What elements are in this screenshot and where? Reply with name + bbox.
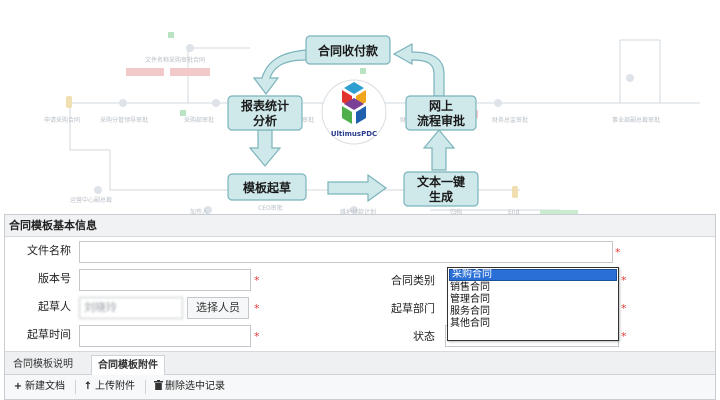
delete-selected-label: 删除选中记录: [165, 381, 225, 392]
workflow-diagram-svg: 文件名称采购审批合同 申请采购合同 采购分管领导审批 采购部审批 法务审批 财务…: [44, 32, 700, 214]
tab-template-description[interactable]: 合同模板说明: [13, 359, 73, 370]
flow-arrows: [248, 42, 456, 203]
version-input[interactable]: [79, 269, 251, 291]
label-drafter: 起草人: [38, 300, 71, 313]
svg-text:加签人: 加签人: [190, 208, 208, 214]
logo-tile-blue: [344, 82, 364, 94]
node-payment: 合同收付款: [305, 35, 391, 65]
svg-text:文件名称采购审批合同: 文件名称采购审批合同: [145, 56, 205, 64]
upload-attachment-button[interactable]: ↑上传附件: [83, 379, 135, 395]
node-onekey-label-1: 文本一键: [417, 174, 465, 189]
arrow-report-to-template: [248, 129, 282, 167]
node-payment-label: 合同收付款: [318, 43, 379, 58]
arrow-payment-to-report: [252, 49, 307, 95]
svg-text:采购分管领导审批: 采购分管领导审批: [100, 116, 148, 124]
node-online-label-1: 网上: [429, 98, 453, 113]
tab-bar: 合同模板说明 合同模板附件: [5, 351, 715, 376]
label-status: 状态: [413, 330, 435, 343]
label-draft-dept: 起草部门: [391, 302, 435, 315]
new-document-button[interactable]: +新建文档: [13, 379, 65, 395]
node-online-approval: 网上 流程审批: [405, 95, 477, 131]
attachment-toolbar: +新建文档 ↑上传附件 删除选中记录: [5, 375, 715, 399]
draft-time-input[interactable]: [79, 325, 251, 347]
svg-text:运营中心副总裁: 运营中心副总裁: [70, 196, 112, 204]
svg-text:财务总监审批: 财务总监审批: [492, 116, 528, 124]
logo-tile-green: [342, 106, 352, 124]
drafter-input[interactable]: 刘晓玲: [79, 297, 183, 319]
required-mark-drafter: *: [254, 302, 260, 315]
node-online-label-2: 流程审批: [417, 113, 465, 128]
label-version: 版本号: [38, 272, 71, 285]
required-mark-draft-time: *: [254, 330, 260, 343]
logo-text: UltimusPDC: [331, 130, 377, 138]
svg-text:事业部副总裁审批: 事业部副总裁审批: [612, 116, 660, 124]
label-file-name: 文件名称: [27, 244, 71, 257]
upload-arrow-icon: ↑: [83, 381, 93, 392]
required-mark-draft-dept: *: [621, 302, 627, 315]
required-mark-version: *: [254, 274, 260, 287]
contract-type-option[interactable]: 销售合同: [450, 282, 490, 293]
svg-text:End: End: [508, 209, 520, 214]
label-draft-time: 起草时间: [27, 328, 71, 341]
plus-icon: +: [13, 381, 23, 392]
arrow-template-to-onekey: [327, 173, 388, 203]
contract-type-option[interactable]: 其他合同: [450, 318, 490, 329]
upload-attachment-label: 上传附件: [95, 381, 135, 392]
label-contract-type: 合同类别: [391, 274, 435, 287]
contract-type-option[interactable]: 管理合同: [450, 294, 490, 305]
arrow-onekey-to-online: [422, 129, 456, 171]
ultimus-logo: UltimusPDC: [321, 79, 387, 145]
node-template: 模板起草: [227, 173, 307, 201]
svg-text:维护付款计划: 维护付款计划: [340, 208, 376, 214]
logo-tile-darkblue: [356, 106, 366, 124]
node-onekey-label-2: 生成: [429, 189, 453, 204]
node-report-label-2: 分析: [253, 113, 277, 128]
workflow-diagram: 文件名称采购审批合同 申请采购合同 采购分管领导审批 采购部审批 法务审批 财务…: [44, 32, 700, 214]
required-mark-status: *: [621, 330, 627, 343]
logo-tile-purple: [344, 98, 364, 110]
contract-template-form: 合同模板基本信息 文件名称 * 版本号 * 合同类别 * 起草人 刘晓玲 选择人…: [4, 214, 716, 400]
new-document-label: 新建文档: [25, 381, 65, 392]
svg-text:CEO审批: CEO审批: [258, 204, 283, 212]
background-workflow-lines: [69, 39, 700, 211]
trash-icon: [153, 379, 163, 395]
svg-text:采购部审批: 采购部审批: [184, 116, 214, 124]
svg-text:申请采购合同: 申请采购合同: [44, 116, 80, 124]
background-faded-text: 文件名称采购审批合同 申请采购合同 采购分管领导审批 采购部审批 法务审批 财务…: [44, 56, 660, 214]
required-mark-contract-type: *: [621, 274, 627, 287]
tab-template-attachments[interactable]: 合同模板附件: [91, 355, 165, 376]
arrow-online-to-payment: [392, 42, 445, 97]
contract-type-listbox[interactable]: 采购合同 销售合同 管理合同 服务合同 其他合同: [447, 267, 619, 341]
form-title: 合同模板基本信息: [5, 215, 715, 237]
node-report-label-1: 报表统计: [241, 98, 289, 113]
contract-type-option[interactable]: 采购合同: [449, 269, 617, 281]
node-report: 报表统计 分析: [227, 95, 303, 131]
delete-selected-button[interactable]: 删除选中记录: [153, 379, 225, 395]
select-person-button[interactable]: 选择人员: [187, 297, 249, 319]
svg-text:归档: 归档: [450, 208, 462, 214]
toolbar-separator: [145, 380, 146, 394]
node-onekey: 文本一键 生成: [403, 171, 479, 207]
toolbar-separator: [75, 380, 76, 394]
required-mark-file-name: *: [615, 246, 621, 259]
node-template-label: 模板起草: [243, 180, 291, 195]
contract-type-option[interactable]: 服务合同: [450, 306, 490, 317]
file-name-input[interactable]: [79, 241, 613, 263]
